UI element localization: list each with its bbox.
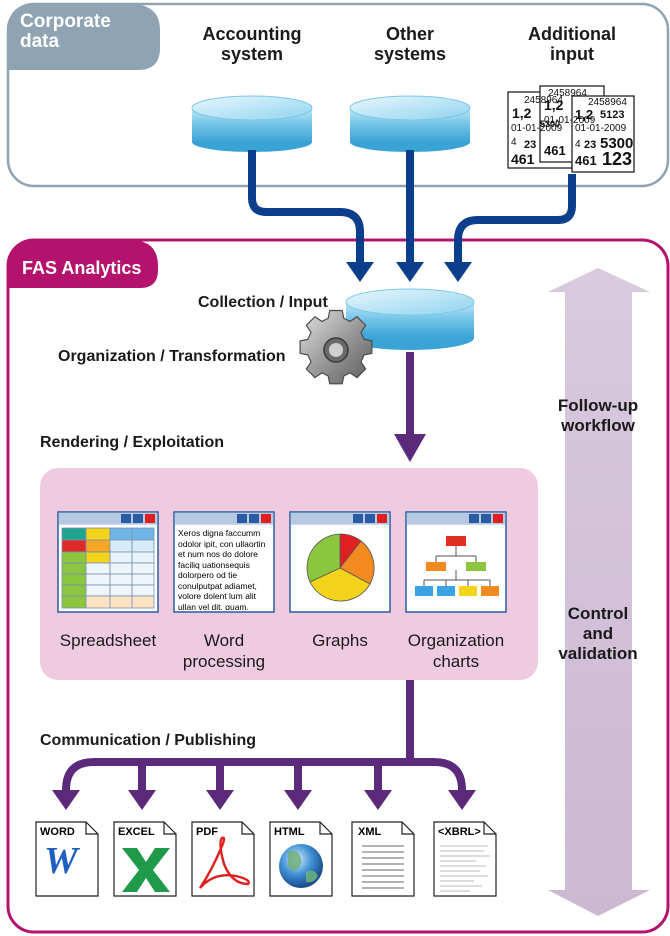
additional-input-label: Additional input — [528, 24, 616, 64]
doc-folds — [85, 822, 496, 835]
word-w-icon: W — [44, 840, 78, 882]
followup-workflow-label: Follow-up workflow — [557, 396, 639, 435]
control-validation-label: Control and validation — [558, 604, 638, 663]
doc-tag-word: WORD — [40, 826, 75, 838]
doc-tag-pdf: PDF — [196, 826, 218, 838]
app-caption-spreadsheet: Spreadsheet — [59, 631, 157, 650]
fas-analytics-tab: FAS Analytics — [22, 258, 142, 278]
globe-icon — [279, 844, 323, 888]
step-collection: Collection / Input — [198, 294, 328, 311]
app-caption-graphs: Graphs — [312, 631, 368, 650]
accounting-db — [191, 95, 313, 152]
spreadsheet-grid — [61, 527, 155, 609]
doc-tag-html: HTML — [274, 826, 305, 838]
other-systems-label: Other systems — [373, 24, 447, 64]
app-caption-org-charts: Organization charts — [407, 631, 505, 671]
org-chart-graphic — [415, 536, 499, 596]
window-buttons — [121, 514, 503, 523]
publishing-arrows — [62, 680, 466, 791]
other-db — [349, 95, 471, 152]
word-doc-sample-text: Xeros digna faccumm odolor ipit, con ull… — [178, 528, 266, 610]
xbrl-code-lines — [440, 845, 490, 892]
app-caption-word: Word processing — [182, 631, 266, 671]
corporate-data-tab: Corporate data — [20, 11, 111, 52]
followup-sidebar — [548, 268, 650, 916]
gear-icon — [299, 309, 373, 385]
step-communication: Communication / Publishing — [40, 732, 256, 749]
pdf-icon — [199, 836, 250, 889]
doc-tag-xml: XML — [358, 826, 382, 838]
app-windows — [57, 511, 507, 613]
source-arrowheads — [346, 262, 472, 282]
central-db — [345, 288, 475, 350]
doc-tag-excel: EXCEL — [118, 826, 155, 838]
step-organization: Organization / Transformation — [58, 348, 286, 365]
accounting-system-label: Accounting system — [202, 24, 302, 64]
source-arrows — [248, 150, 576, 268]
step-rendering: Rendering / Exploitation — [40, 434, 225, 451]
publishing-arrowheads — [52, 790, 476, 810]
doc-tag-xbrl: <XBRL> — [438, 826, 481, 838]
excel-icon — [122, 848, 170, 892]
corporate-data-frame — [6, 2, 670, 188]
pie-chart — [306, 533, 375, 602]
xml-lines-icon — [362, 845, 404, 889]
additional-input-sheets — [507, 85, 635, 173]
